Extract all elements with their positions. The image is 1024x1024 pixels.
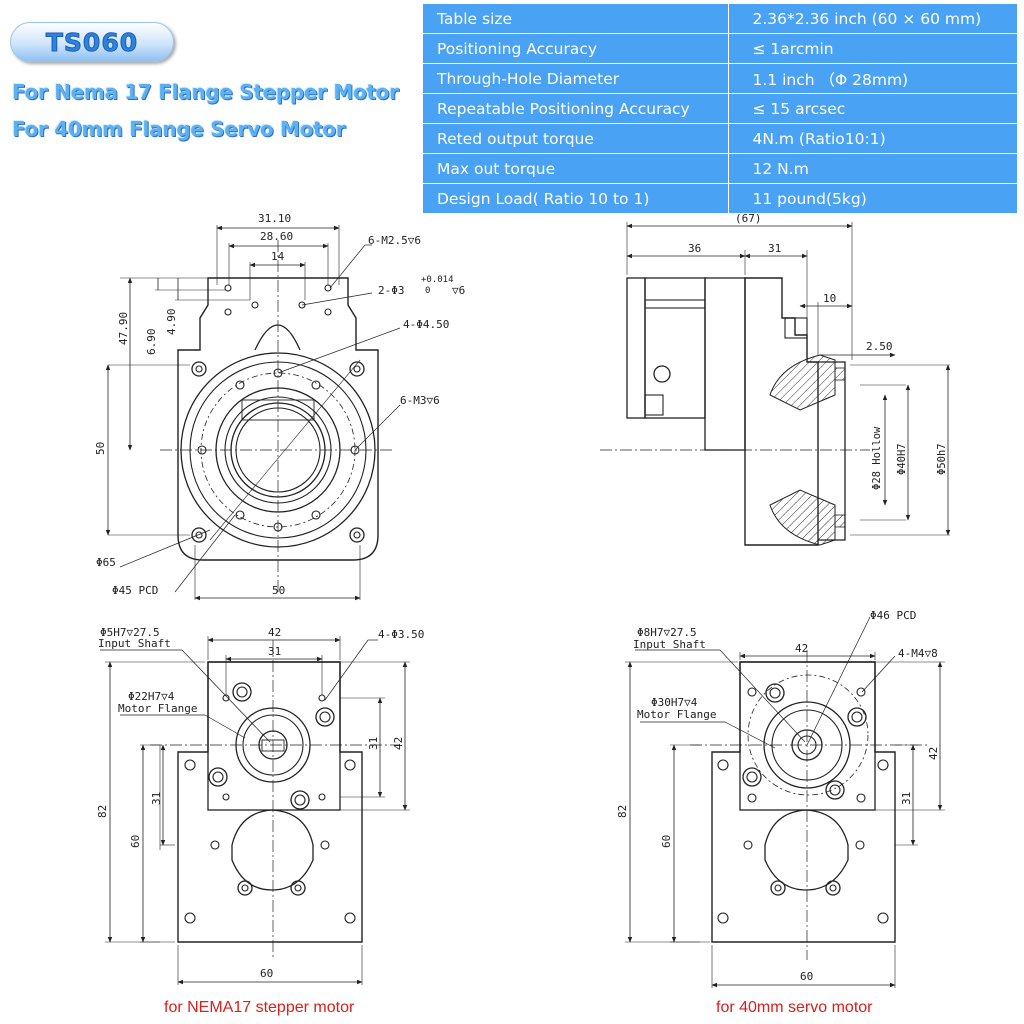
note-input-shaft-phi5: Φ5H7▽27.5 — [100, 626, 160, 639]
dim-31-top: 31 — [268, 645, 281, 658]
caption-servo: for 40mm servo motor — [716, 999, 873, 1016]
dim-31-servo: 31 — [900, 792, 913, 805]
note-phi46-pcd: Φ46 PCD — [870, 609, 916, 622]
spec-label: Table size — [422, 3, 729, 34]
dim-82-servo: 82 — [616, 805, 629, 818]
note-tolerance-upper: +0.014 — [421, 275, 454, 285]
model-name: TS060 — [45, 27, 139, 57]
note-motor-flange-label: Motor Flange — [118, 702, 197, 715]
note-4-phi3-50: 4-Φ3.50 — [378, 628, 424, 641]
nema17-view: 42 31 31 42 82 60 31 60 Φ5H7▽27.5 Input … — [96, 626, 424, 985]
front-view: 31.10 28.60 14 47.90 6.90 4.90 50 50 6-M… — [94, 212, 465, 601]
spec-label: Repeatable Positioning Accuracy — [422, 93, 729, 124]
dim-phi50h7: Φ50h7 — [936, 443, 948, 475]
dim-phi40h7: Φ40H7 — [896, 443, 908, 475]
note-servo-motor-flange-label: Motor Flange — [637, 708, 716, 721]
side-view: (67) 36 31 10 2.50 Φ28 Hollow Φ40H7 Φ50h… — [600, 212, 951, 546]
note-tolerance-lower: 0 — [425, 286, 430, 296]
note-2-phi3: 2-Φ3 — [378, 284, 405, 297]
dim-42-right: 42 — [392, 737, 405, 750]
spec-label: Design Load( Ratio 10 to 1) — [422, 183, 729, 214]
spec-value: ≤ 15 arcsec — [727, 93, 1019, 124]
dim-60-servo-vertical: 60 — [660, 835, 673, 848]
dim-50-vertical: 50 — [94, 442, 107, 455]
note-6-m3: 6-M3▽6 — [400, 394, 440, 407]
note-tolerance-depth: ▽6 — [452, 284, 465, 297]
dim-2-50: 2.50 — [866, 340, 893, 353]
dim-4-90: 4.90 — [165, 309, 178, 336]
dim-31-10: 31.10 — [258, 212, 291, 225]
model-badge: TS060 — [10, 22, 174, 62]
headline-nema17: For Nema 17 Flange Stepper Motor — [12, 80, 399, 104]
note-phi45-pcd: Φ45 PCD — [112, 584, 158, 597]
note-motor-flange-phi22: Φ22H7▽4 — [128, 690, 175, 703]
note-4-phi4-50: 4-Φ4.50 — [403, 318, 449, 331]
note-input-shaft-phi8: Φ8H7▽27.5 — [637, 626, 697, 639]
spec-label: Reted output torque — [422, 123, 729, 154]
note-servo-input-shaft-label: Input Shaft — [633, 638, 706, 651]
dim-67: (67) — [735, 212, 762, 225]
dim-31-right: 31 — [367, 737, 380, 750]
table-row: Repeatable Positioning Accuracy≤ 15 arcs… — [422, 93, 1019, 124]
note-phi65: Φ65 — [96, 556, 116, 569]
spec-value: ≤ 1arcmin — [727, 33, 1019, 64]
table-row: Design Load( Ratio 10 to 1)11 pound(5kg) — [422, 183, 1019, 214]
caption-nema17: for NEMA17 stepper motor — [164, 999, 355, 1016]
note-input-shaft-label: Input Shaft — [98, 637, 171, 650]
spec-value: 11 pound(5kg) — [727, 183, 1019, 214]
headline-servo: For 40mm Flange Servo Motor — [12, 117, 346, 141]
dim-6-90: 6.90 — [145, 329, 158, 356]
dim-10: 10 — [823, 292, 836, 305]
spec-value: 2.36*2.36 inch (60 × 60 mm) — [727, 3, 1019, 34]
dim-82: 82 — [96, 805, 109, 818]
servo-view: 42 42 31 82 60 60 Φ8H7▽27.5 Input Shaft … — [616, 609, 945, 988]
dim-60-vertical: 60 — [129, 835, 142, 848]
note-motor-flange-phi30: Φ30H7▽4 — [651, 696, 698, 709]
dim-31-left: 31 — [150, 792, 163, 805]
table-row: Positioning Accuracy≤ 1arcmin — [422, 33, 1019, 64]
dim-60-servo-bottom: 60 — [800, 970, 813, 983]
spec-value: 1.1 inch （Φ 28mm) — [727, 63, 1019, 94]
dim-50-horizontal: 50 — [272, 584, 285, 597]
dim-28-60: 28.60 — [260, 230, 293, 243]
note-6-m2-5: 6-M2.5▽6 — [368, 234, 421, 247]
dim-phi28-hollow: Φ28 Hollow — [871, 426, 883, 490]
note-4-m4: 4-M4▽8 — [898, 647, 938, 660]
dim-36: 36 — [688, 242, 701, 255]
dim-42-servo-top: 42 — [795, 642, 808, 655]
dim-42-top: 42 — [268, 626, 281, 639]
dim-31-side: 31 — [768, 242, 781, 255]
spec-label: Positioning Accuracy — [422, 33, 729, 64]
dim-60-bottom: 60 — [260, 967, 273, 980]
dim-14: 14 — [271, 250, 285, 263]
dim-42-servo-right: 42 — [927, 747, 940, 760]
dim-47-90: 47.90 — [117, 312, 130, 345]
